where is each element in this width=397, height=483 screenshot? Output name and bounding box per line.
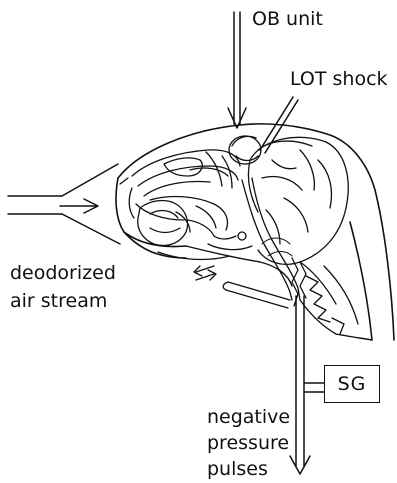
sg-box: SG (324, 365, 380, 403)
air-stream-label: air stream (10, 290, 107, 312)
output-tube (290, 296, 324, 474)
jaw-tongue (138, 201, 252, 260)
air-stream-arrow (8, 164, 120, 244)
vertebral-column (300, 262, 358, 334)
negative-label: negative (207, 406, 290, 428)
sg-label: SG (338, 373, 367, 395)
pulses-label: pulses (207, 458, 268, 480)
cannula (223, 282, 290, 308)
neck-outline (186, 246, 372, 340)
bidirectional-flow-arrow (194, 266, 216, 280)
ob-unit-label: OB unit (252, 8, 323, 30)
lot-shock-label: LOT shock (290, 68, 388, 90)
ob-unit-electrode-arrow (228, 12, 246, 128)
skull-brain (248, 137, 348, 264)
olfactory-bulb-region (229, 136, 261, 164)
pressure-label: pressure (207, 432, 289, 454)
deodorized-label: deodorized (10, 262, 116, 284)
